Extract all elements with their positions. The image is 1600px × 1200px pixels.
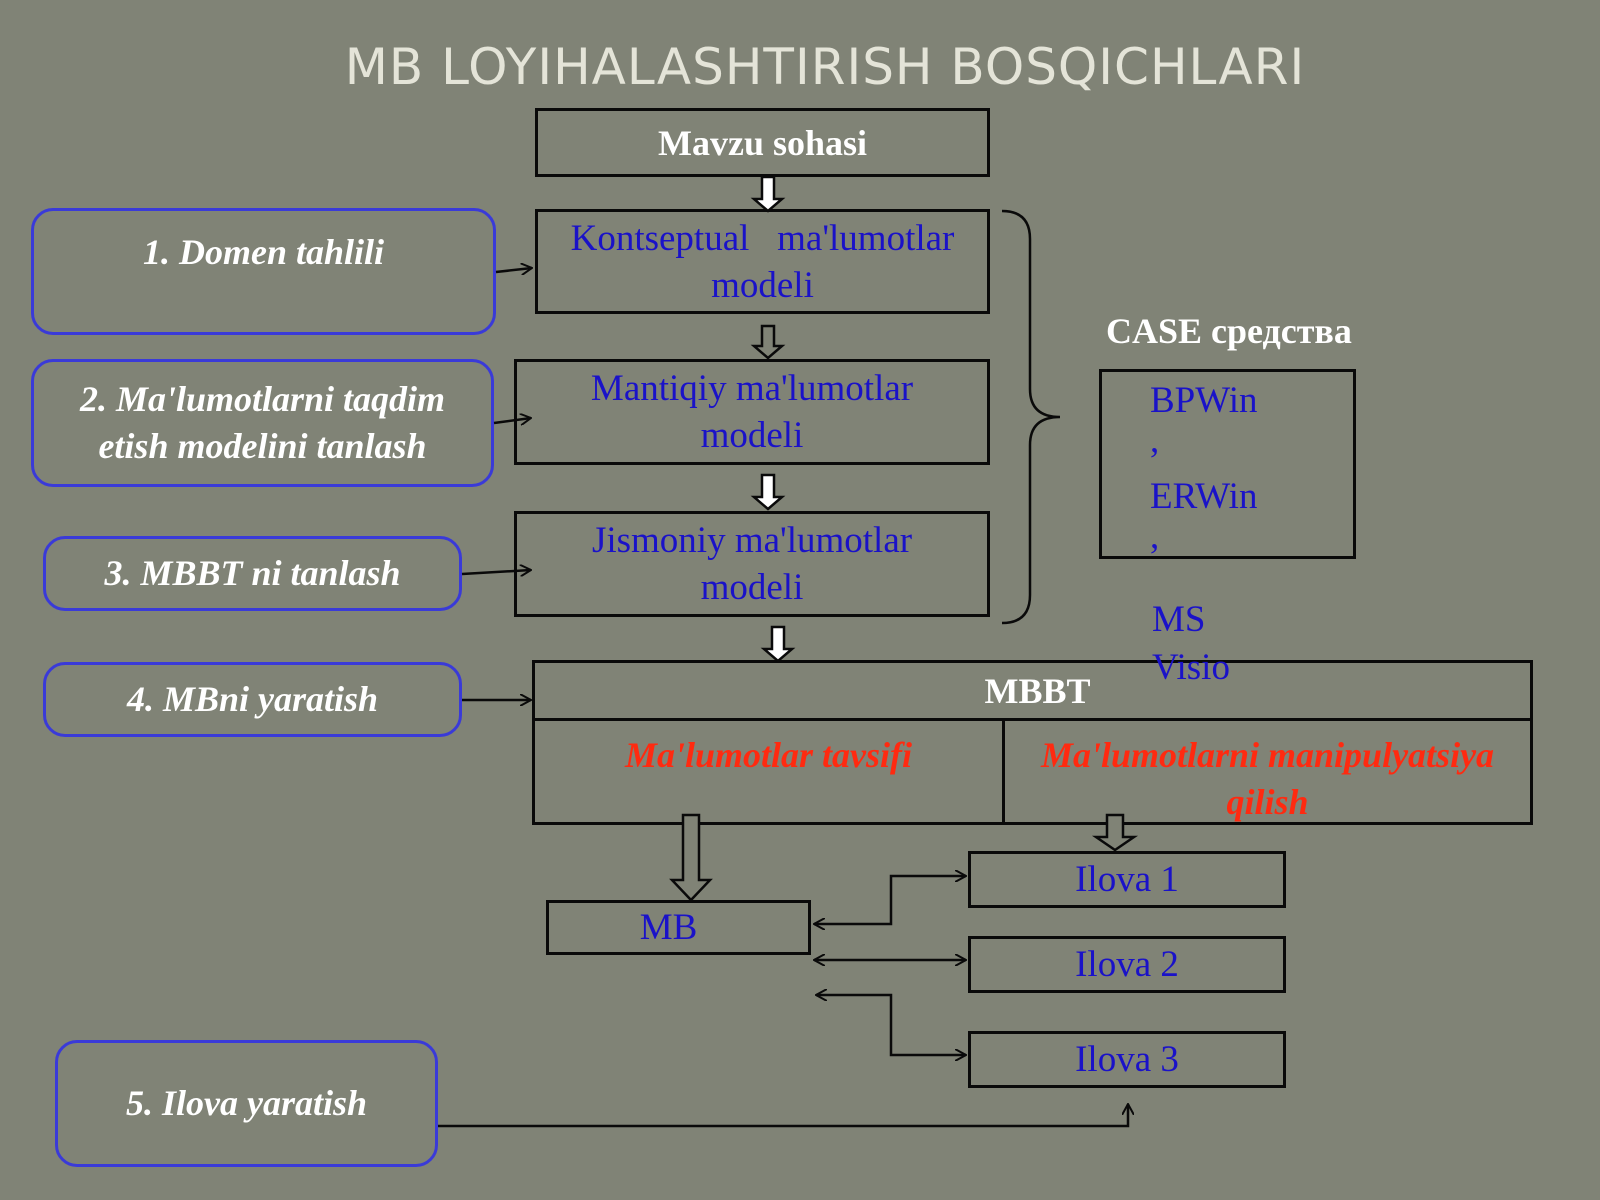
step-create-db: 4. MBni yaratish xyxy=(43,662,462,737)
physical-model-label: Jismoniy ma'lumotlar modeli xyxy=(591,520,913,608)
logical-model-label: Mantiqiy ma'lumotlar modeli xyxy=(590,368,914,456)
connector-db-app3 xyxy=(816,995,966,1055)
connector-step2 xyxy=(493,418,531,423)
flow-arrow-logical-to-physical xyxy=(750,473,786,511)
database-box: MB xyxy=(546,900,811,955)
case-tools-list: BPWin , ERWin , xyxy=(1150,377,1257,569)
connector-step5 xyxy=(438,1104,1128,1128)
tool-ms: MS xyxy=(1152,599,1206,640)
dbms-header-box: MBBT xyxy=(532,660,1533,721)
page-title: MB LOYIHALASHTIRISH BOSQICHLARI xyxy=(344,38,1306,96)
step-create-app: 5. Ilova yaratish xyxy=(55,1040,438,1167)
app-1-label: Ilova 1 xyxy=(1075,859,1179,900)
tool-bpwin: BPWin xyxy=(1150,380,1258,421)
app-box-1: Ilova 1 xyxy=(968,851,1286,908)
tool-separator: , xyxy=(1150,420,1160,461)
subject-area-box: Mavzu sohasi xyxy=(535,108,990,177)
logical-model-box: Mantiqiy ma'lumotlar modeli xyxy=(514,359,990,465)
step-create-app-label: 5. Ilova yaratish xyxy=(125,1083,367,1123)
flow-arrow-physical-to-dbms xyxy=(760,625,796,663)
flow-arrow-description-to-db xyxy=(669,813,713,902)
subject-area-label: Mavzu sohasi xyxy=(657,122,868,163)
database-label: MB xyxy=(639,907,698,948)
app-2-label: Ilova 2 xyxy=(1075,944,1179,985)
step-domain-analysis: 1. Domen tahlili xyxy=(31,208,496,335)
step-choose-dbms: 3. MBBT ni tanlash xyxy=(43,536,462,611)
app-3-label: Ilova 3 xyxy=(1075,1039,1179,1080)
case-tools-box xyxy=(1099,369,1356,559)
step-choose-data-model-label: 2. Ma'lumotlarni taqdim etish modelini t… xyxy=(79,379,446,466)
data-manipulation-label: Ma'lumotlarni manipulyatsiya qilish xyxy=(1040,735,1495,822)
step-create-db-label: 4. MBni yaratish xyxy=(126,679,379,719)
conceptual-model-box: Kontseptual ma'lumotlar modeli xyxy=(535,209,990,314)
tool-visio: Visio xyxy=(1152,647,1230,688)
flow-arrow-subject-to-conceptual xyxy=(750,175,786,213)
conceptual-model-label: Kontseptual ma'lumotlar modeli xyxy=(570,217,964,306)
dbms-manipulation-cell: Ma'lumotlarni manipulyatsiya qilish xyxy=(1002,718,1533,825)
flow-arrow-manipulation-to-apps xyxy=(1091,813,1139,852)
tool-separator: , xyxy=(1150,516,1160,557)
connector-db-app1 xyxy=(814,876,966,924)
app-box-3: Ilova 3 xyxy=(968,1031,1286,1088)
tool-erwin: ERWin xyxy=(1150,476,1258,517)
connector-step3 xyxy=(461,570,531,574)
physical-model-box: Jismoniy ma'lumotlar modeli xyxy=(514,511,990,617)
data-description-label: Ma'lumotlar tavsifi xyxy=(624,735,913,775)
case-tools-heading: CASE средства xyxy=(1106,311,1352,351)
tool-ms-visio: MS Visio xyxy=(1152,596,1230,692)
connector-step1 xyxy=(495,268,532,272)
step-domain-analysis-label: 1. Domen tahlili xyxy=(142,232,385,272)
step-choose-data-model: 2. Ma'lumotlarni taqdim etish modelini t… xyxy=(31,359,494,487)
step-choose-dbms-label: 3. MBBT ni tanlash xyxy=(104,553,401,593)
app-box-2: Ilova 2 xyxy=(968,936,1286,993)
dbms-label: MBBT xyxy=(984,670,1091,711)
flow-arrow-conceptual-to-logical xyxy=(750,324,786,360)
brace-case-tools xyxy=(1001,209,1061,625)
